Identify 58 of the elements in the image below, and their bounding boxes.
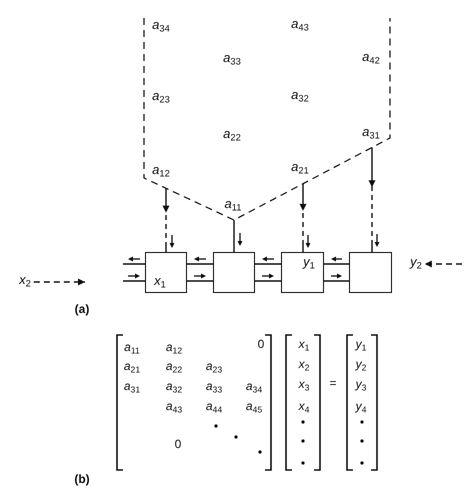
matrix-entry: a$_{11}$ (124, 340, 140, 356)
matrix-entry: a$_{43}$ (166, 400, 182, 414)
matrix-entry: a$_{31}$ (124, 380, 140, 394)
matrix-entry: a$_{22}$ (166, 360, 182, 374)
matrix-entry: 0 (258, 338, 264, 352)
matrix-entry: a$_{34}$ (152, 18, 170, 34)
vector-entry: y$_{4}$ (356, 400, 366, 414)
matrix-entry: a$_{33}$ (223, 50, 241, 68)
equals-sign: = (330, 377, 336, 391)
matrix-entry: a$_{21}$ (124, 360, 140, 374)
connector-line (324, 263, 349, 265)
processor-box (213, 252, 255, 293)
variable-label: x$_{2}$ (19, 272, 31, 290)
connector-line (187, 280, 213, 282)
variable-label: y$_{2}$ (410, 254, 422, 272)
connector-line (233, 220, 235, 252)
matrix-entry: a$_{22}$ (223, 126, 241, 144)
dashed-arrow (368, 147, 376, 252)
processor-box (145, 252, 187, 293)
vector-entry: y$_{2}$ (356, 358, 366, 372)
variable-label: x$_{1}$ (154, 274, 166, 290)
vector-entry: y$_{1}$ (356, 338, 366, 352)
matrix-entry: 0 (174, 438, 182, 452)
processor-box (281, 252, 324, 293)
dashed-arrow (162, 188, 170, 252)
connector-line (123, 263, 145, 265)
matrix-entry: a$_{34}$ (246, 380, 262, 394)
matrix-entry: a$_{31}$ (362, 124, 380, 142)
matrix-entry: a$_{12}$ (166, 340, 182, 356)
variable-label: y$_{1}$ (303, 254, 315, 272)
matrix-entry: a$_{32}$ (166, 380, 182, 394)
matrix-entry: a$_{32}$ (291, 88, 309, 104)
panel-label: (a) (74, 303, 90, 317)
vector-entry: x$_{1}$ (298, 338, 310, 352)
connector-line (255, 263, 281, 265)
connector-line (187, 263, 213, 265)
dashed-arrow (34, 278, 85, 286)
matrix-entry: a$_{12}$ (152, 162, 170, 180)
processor-box (349, 252, 392, 293)
matrix-entry: a$_{42}$ (362, 50, 380, 66)
connector-line (123, 280, 145, 282)
connector-line (324, 280, 349, 282)
matrix-entry: a$_{33}$ (206, 380, 222, 394)
panel-label: (b) (74, 473, 90, 487)
matrix-entry: a$_{23}$ (206, 360, 222, 374)
vector-entry: x$_{3}$ (298, 378, 310, 392)
vector-entry: x$_{4}$ (298, 400, 310, 414)
matrix-entry: a$_{44}$ (206, 400, 222, 414)
vector-entry: x$_{2}$ (298, 358, 310, 372)
dashed-arrow (424, 260, 462, 268)
connector-line (255, 280, 281, 282)
matrix-entry: a$_{43}$ (291, 16, 309, 34)
vector-entry: y$_{3}$ (356, 378, 366, 392)
dashed-arrow (300, 184, 306, 252)
matrix-entry: a$_{45}$ (246, 400, 262, 414)
matrix-entry: a$_{11}$ (224, 196, 242, 214)
matrix-entry: a$_{21}$ (291, 160, 309, 176)
matrix-entry: a$_{23}$ (152, 88, 170, 106)
